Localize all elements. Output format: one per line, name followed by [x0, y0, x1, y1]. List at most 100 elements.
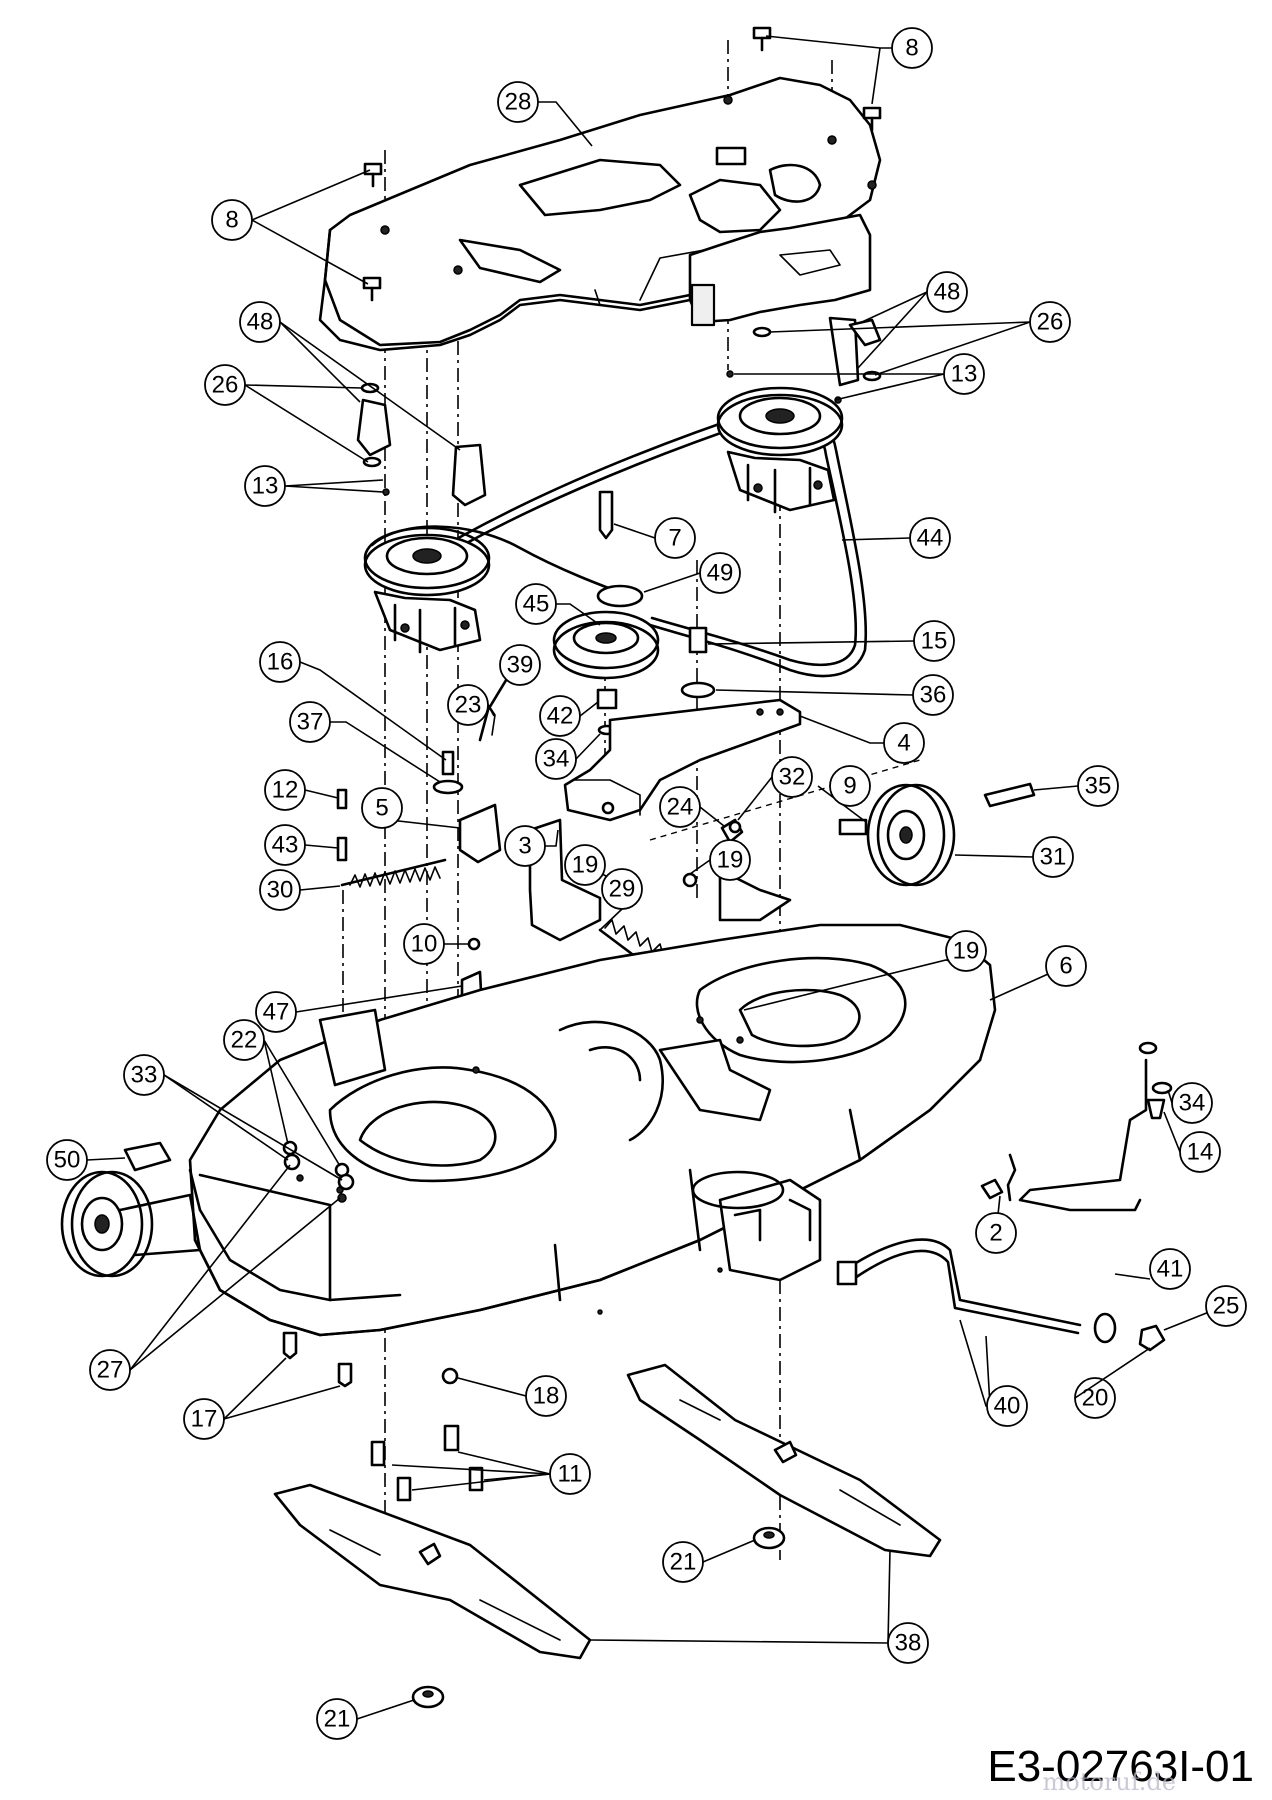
callout-7: 7 — [654, 517, 696, 559]
callout-13: 13 — [244, 465, 286, 507]
callout-32: 32 — [771, 756, 813, 798]
washer-18 — [441, 1367, 459, 1385]
svg-text:7: 7 — [668, 525, 681, 552]
callout-23: 23 — [447, 684, 489, 726]
svg-text:18: 18 — [533, 1383, 560, 1410]
callout-3: 3 — [504, 825, 546, 867]
svg-text:19: 19 — [717, 847, 744, 874]
bolt-17-right — [337, 1362, 353, 1388]
svg-text:34: 34 — [543, 746, 570, 773]
fastener-2 — [980, 1178, 1004, 1200]
anti-scalp-wheel-left — [60, 1170, 202, 1278]
svg-text:11: 11 — [558, 1461, 583, 1488]
svg-text:32: 32 — [779, 764, 806, 791]
svg-text:6: 6 — [1059, 953, 1072, 980]
callout-48: 48 — [926, 271, 968, 313]
svg-text:37: 37 — [297, 709, 324, 736]
nut-19-b — [601, 801, 615, 815]
bracket-50 — [123, 1141, 172, 1172]
clip-14 — [1138, 1041, 1158, 1055]
svg-text:19: 19 — [953, 938, 980, 965]
svg-text:26: 26 — [212, 372, 239, 399]
bolt-14 — [1146, 1098, 1166, 1120]
anti-scalp-wheel-right — [866, 782, 1036, 887]
idler-assembly — [552, 490, 802, 822]
svg-text:13: 13 — [951, 361, 978, 388]
callout-leaders — [86, 35, 1225, 1720]
callout-19: 19 — [564, 844, 606, 886]
svg-text:10: 10 — [411, 931, 438, 958]
svg-text:26: 26 — [1037, 309, 1064, 336]
svg-text:44: 44 — [917, 525, 944, 552]
washer-26-right — [752, 326, 772, 338]
callout-18: 18 — [525, 1375, 567, 1417]
bolt-11-c — [396, 1476, 412, 1502]
svg-text:20: 20 — [1082, 1385, 1109, 1412]
screw-8-left — [362, 276, 382, 302]
washer-41 — [1093, 1312, 1117, 1344]
svg-text:13: 13 — [252, 473, 279, 500]
spring-30 — [340, 858, 447, 887]
svg-text:21: 21 — [324, 1706, 351, 1733]
svg-text:12: 12 — [272, 777, 299, 804]
pivot-plate — [718, 868, 792, 922]
nut-25 — [1138, 1324, 1166, 1352]
nut-13-left — [382, 488, 390, 496]
callout-21: 21 — [662, 1541, 704, 1583]
svg-text:36: 36 — [920, 682, 947, 709]
svg-text:43: 43 — [272, 832, 299, 859]
callout-27: 27 — [89, 1349, 131, 1391]
callout-12: 12 — [264, 769, 306, 811]
callout-16: 16 — [259, 641, 301, 683]
svg-text:48: 48 — [934, 279, 961, 306]
idler-pulley-45 — [552, 620, 660, 680]
callout-26: 26 — [1029, 301, 1071, 343]
svg-text:30: 30 — [267, 877, 294, 904]
callout-26: 26 — [204, 364, 246, 406]
callout-29: 29 — [601, 868, 643, 910]
callout-6: 6 — [1045, 945, 1087, 987]
svg-text:29: 29 — [609, 876, 636, 903]
washer-36 — [680, 681, 716, 699]
callout-22: 22 — [223, 1019, 265, 1061]
bolt-35 — [983, 782, 1036, 808]
callout-8: 8 — [211, 199, 253, 241]
callout-8: 8 — [891, 27, 933, 69]
mower-deck-shell — [188, 923, 997, 1337]
svg-text:47: 47 — [263, 999, 290, 1026]
nut-19 — [682, 872, 698, 888]
bolt-9 — [838, 818, 868, 836]
callout-19: 19 — [709, 839, 751, 881]
washer-34-b — [1151, 1081, 1173, 1095]
callout-17: 17 — [183, 1398, 225, 1440]
drawing-reference-code: E3-02763I-01 — [987, 1742, 1254, 1791]
underdeck-fasteners — [282, 1331, 484, 1502]
callout-2: 2 — [975, 1212, 1017, 1254]
callout-36: 36 — [912, 674, 954, 716]
callout-13: 13 — [943, 353, 985, 395]
svg-text:19: 19 — [572, 852, 599, 879]
svg-text:4: 4 — [897, 730, 910, 757]
deck-hardware-left — [123, 1140, 355, 1203]
svg-text:3: 3 — [518, 833, 531, 860]
bolt-11-a — [370, 1440, 386, 1467]
svg-text:27: 27 — [97, 1357, 124, 1384]
callout-48: 48 — [239, 301, 281, 343]
spindle-right — [716, 386, 844, 514]
washer-26-left-low — [362, 456, 382, 468]
pin-15 — [688, 626, 708, 654]
callout-9: 9 — [829, 765, 871, 807]
callout-10: 10 — [403, 923, 445, 965]
mower-blades — [273, 1363, 942, 1709]
bolt-17-left — [282, 1331, 298, 1360]
bolt-11-b — [443, 1424, 460, 1452]
nut-13-center — [726, 370, 734, 378]
callout-35: 35 — [1077, 765, 1119, 807]
bolt-11-d — [468, 1466, 484, 1492]
bracket-5 — [458, 803, 502, 864]
svg-text:21: 21 — [670, 1549, 697, 1576]
bushing-42 — [596, 688, 618, 710]
svg-text:14: 14 — [1187, 1139, 1214, 1166]
bracket-3 — [528, 818, 602, 942]
svg-text:15: 15 — [921, 628, 948, 655]
